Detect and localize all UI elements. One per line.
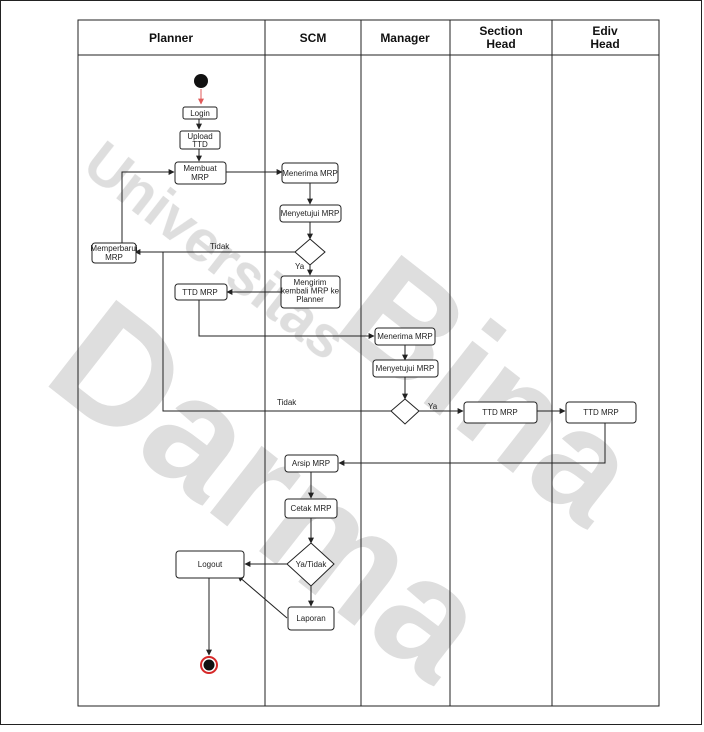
edge-label-ya-2: Ya <box>428 402 438 411</box>
decision-ya-tidak: Ya/Tidak <box>286 542 335 587</box>
svg-text:TTD MRP: TTD MRP <box>583 408 619 417</box>
end-node <box>200 656 218 674</box>
edge-label-tidak-2: Tidak <box>277 398 297 407</box>
node-menyetujui-mrp-scm: Menyetujui MRP <box>279 204 342 223</box>
node-laporan: Laporan <box>287 606 335 631</box>
decision-approve-scm <box>294 238 326 266</box>
start-node <box>194 74 208 88</box>
node-ttd-mrp-ediv-head: TTD MRP <box>565 401 637 424</box>
svg-text:TTD MRP: TTD MRP <box>482 408 518 417</box>
node-cetak-mrp: Cetak MRP <box>284 498 338 519</box>
node-menyetujui-mrp-manager: Menyetujui MRP <box>372 359 439 378</box>
lane-header-scm: SCM <box>300 31 327 45</box>
svg-text:Menerima MRP: Menerima MRP <box>377 332 433 341</box>
svg-text:Menerima MRP: Menerima MRP <box>282 169 338 178</box>
node-ttd-mrp-section-head: TTD MRP <box>463 401 538 424</box>
edge-ttd-menerima-mgr <box>198 299 375 339</box>
edges <box>121 89 606 656</box>
svg-text:Laporan: Laporan <box>296 614 325 623</box>
edge-labels: Tidak Ya Tidak Ya <box>210 242 438 411</box>
edge-label-tidak-1: Tidak <box>210 242 230 251</box>
decision-nodes: Ya/Tidak <box>286 238 420 587</box>
node-login: Login <box>182 106 218 120</box>
svg-text:Menyetujui MRP: Menyetujui MRP <box>376 364 435 373</box>
swimlane-grid <box>77 19 660 707</box>
edge-laporan-logout <box>237 575 288 619</box>
svg-text:TTD MRP: TTD MRP <box>182 288 218 297</box>
node-menerima-mrp-scm: Menerima MRP <box>281 162 339 184</box>
node-logout: Logout <box>175 550 245 579</box>
edge-decision-tidak-back <box>162 252 392 412</box>
node-arsip-mrp: Arsip MRP <box>284 454 339 473</box>
lane-header-manager: Manager <box>380 31 430 45</box>
edge-label-ya-1: Ya <box>295 262 305 271</box>
svg-text:Arsip MRP: Arsip MRP <box>292 459 330 468</box>
svg-text:Ya/Tidak: Ya/Tidak <box>296 560 328 569</box>
edge-ediv-arsip <box>338 423 606 466</box>
edge-memperbarui-membuat <box>121 169 175 243</box>
node-ttd-mrp-planner: TTD MRP <box>174 283 228 301</box>
svg-text:Cetak MRP: Cetak MRP <box>291 504 332 513</box>
decision-approve-manager <box>390 398 420 425</box>
node-menerima-mrp-manager: Menerima MRP <box>374 327 436 346</box>
svg-text:Logout: Logout <box>198 560 223 569</box>
lane-header-planner: Planner <box>149 31 193 45</box>
svg-text:Menyetujui MRP: Menyetujui MRP <box>281 209 340 218</box>
svg-text:Login: Login <box>190 109 210 118</box>
